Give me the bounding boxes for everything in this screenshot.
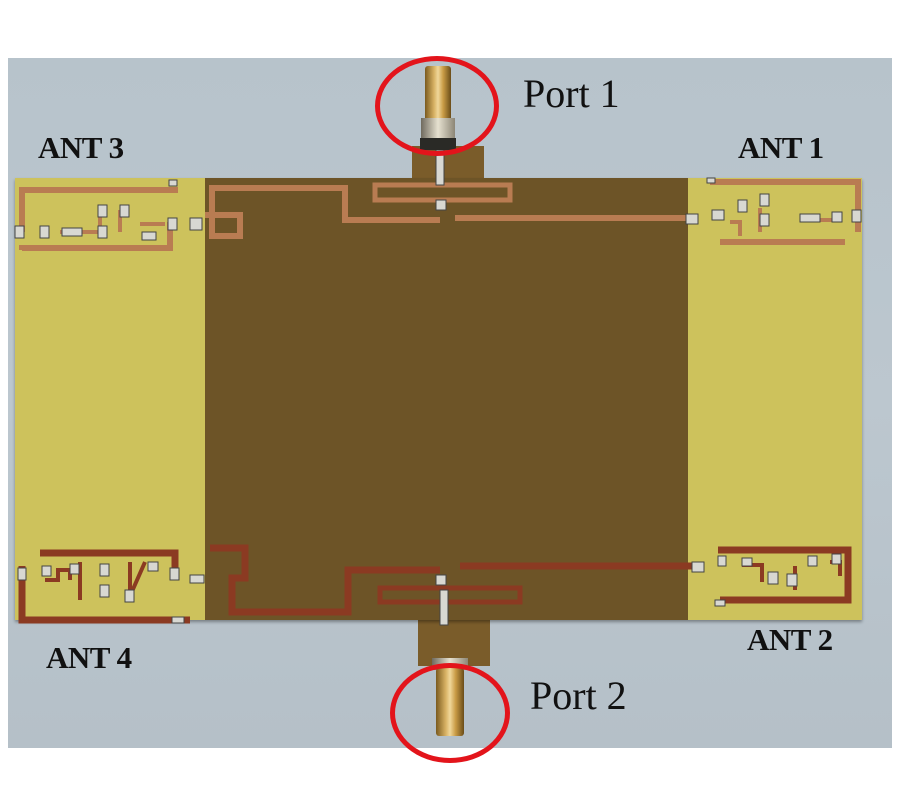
port2-label: Port 2 <box>530 673 627 718</box>
ground-plane <box>205 178 688 620</box>
port1-highlight-circle <box>375 56 499 156</box>
ant4-label: ANT 4 <box>46 640 132 675</box>
port2-highlight-circle <box>390 663 510 763</box>
pcb-board <box>15 178 862 620</box>
ant2-label: ANT 2 <box>747 622 833 657</box>
ant1-label: ANT 1 <box>738 130 824 165</box>
port1-label: Port 1 <box>523 71 620 116</box>
port2-feed-stub <box>418 616 490 666</box>
ant3-label: ANT 3 <box>38 130 124 165</box>
